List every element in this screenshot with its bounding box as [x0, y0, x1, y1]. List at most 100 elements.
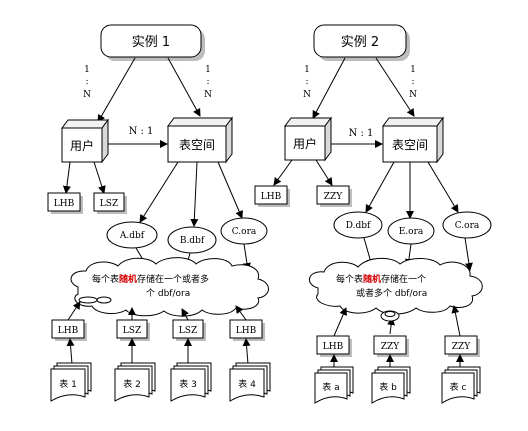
right-file-d: D.dbf — [333, 211, 383, 239]
right-edge-ts-file-c — [427, 161, 459, 213]
left-table-2: 表 2 — [114, 362, 156, 402]
right-table-a: 表 a — [314, 366, 354, 404]
left-edge-owner1-cloud — [67, 301, 81, 321]
left-user-cube: 用户 — [61, 118, 109, 164]
svg-text:D.dbf: D.dbf — [346, 221, 371, 231]
right-edge-owner3-cloud — [451, 305, 461, 337]
right-tablespace-label: 表空间 — [392, 138, 428, 152]
right-table-b: 表 b — [371, 366, 411, 404]
left-user-box-lsz: LSZ — [93, 192, 127, 214]
left-storage-cloud: 每个表随机存储在一个或者多 个 dbf/ora — [70, 257, 269, 317]
svg-text:LSZ: LSZ — [100, 199, 118, 209]
left-file-b: B.dbf — [167, 226, 217, 254]
left-owner-box-2: LSZ — [116, 319, 150, 341]
svg-text:表 2: 表 2 — [123, 378, 141, 390]
left-cloud-small-ellipse-2 — [96, 296, 112, 304]
right-table-c: 表 c — [441, 366, 481, 404]
left-edge-ts-file-c — [217, 161, 243, 219]
svg-text:LHB: LHB — [58, 326, 79, 336]
left-edge-table4-owner — [242, 338, 251, 365]
svg-text:E.ora: E.ora — [399, 227, 424, 237]
right-cloud-small-marker — [380, 310, 400, 322]
right-user-cube: 用户 — [284, 116, 332, 162]
svg-text:N: N — [83, 90, 91, 100]
right-file-c: C.ora — [442, 211, 492, 239]
right-instance-box: 实例 2 — [313, 24, 410, 61]
right-edge-user-lhb — [273, 159, 293, 186]
left-table-4: 表 4 — [229, 362, 271, 402]
left-edge-owner4-cloud — [235, 305, 247, 321]
svg-text:N: N — [303, 90, 311, 100]
left-edge-owner3-cloud — [181, 308, 189, 321]
right-owner-box-1: LHB — [316, 335, 352, 357]
svg-text::: : — [305, 77, 308, 87]
svg-text:LSZ: LSZ — [179, 326, 197, 336]
svg-text:表 c: 表 c — [450, 381, 467, 393]
svg-text::: : — [85, 77, 88, 87]
svg-text:ZZY: ZZY — [381, 342, 401, 352]
svg-text:1: 1 — [304, 65, 310, 75]
left-file-a: A.dbf — [106, 221, 158, 249]
left-edge-instance-user — [97, 57, 136, 123]
left-edge-ts-file-b — [190, 161, 199, 227]
left-owner-box-4: LHB — [229, 319, 265, 341]
left-cloud-text-line1: 每个表随机存储在一个或者多 — [92, 273, 209, 285]
right-edge-owner1-cloud — [333, 307, 347, 337]
left-edge-ts-file-a — [139, 161, 179, 223]
right-n1-label: N : 1 — [349, 128, 374, 139]
svg-text:表 4: 表 4 — [238, 378, 256, 390]
svg-text:表 1: 表 1 — [59, 378, 77, 390]
left-tablespace-label: 表空间 — [179, 138, 215, 152]
right-edge-file-c-cloud — [464, 237, 473, 271]
right-storage-cloud: 每个表随机存储在一个 或者多个 dbf/ora — [309, 257, 483, 315]
svg-text::: : — [206, 77, 209, 87]
right-owner-box-2: ZZY — [373, 335, 409, 357]
right-edge-user-zzy — [315, 159, 333, 186]
right-user-box-zzy: ZZY — [316, 185, 352, 207]
left-diagram: 实例 1 1 : N 1 : N 用户 表空间 — [47, 24, 271, 402]
right-instance-label: 实例 2 — [341, 35, 379, 50]
right-ratio-tablespace: 1 : N — [409, 65, 417, 100]
svg-text:ZZY: ZZY — [324, 192, 344, 202]
left-table-1: 表 1 — [50, 362, 92, 402]
svg-text:C.ora: C.ora — [232, 227, 257, 237]
svg-text:1: 1 — [84, 65, 90, 75]
svg-text:N: N — [409, 90, 417, 100]
left-edge-instance-tablespace — [167, 57, 201, 117]
right-ratio-user: 1 : N — [303, 65, 311, 100]
svg-text:表 a: 表 a — [322, 381, 339, 393]
svg-text:A.dbf: A.dbf — [119, 231, 145, 241]
left-tablespace-cube: 表空间 — [167, 116, 233, 164]
right-user-label: 用户 — [293, 136, 317, 151]
left-owner-box-3: LSZ — [172, 319, 206, 341]
svg-text:C.ora: C.ora — [455, 221, 480, 231]
right-cloud-text-line1: 每个表随机存储在一个 — [336, 273, 426, 285]
left-user-label: 用户 — [70, 138, 94, 153]
left-ratio-tablespace: 1 : N — [204, 65, 212, 100]
svg-text:ZZY: ZZY — [452, 342, 472, 352]
right-edge-instance-tablespace — [375, 57, 415, 117]
svg-text:LHB: LHB — [323, 342, 344, 352]
left-file-c: C.ora — [220, 217, 268, 245]
left-instance-box: 实例 1 — [100, 24, 205, 61]
svg-text:LHB: LHB — [261, 192, 282, 202]
svg-text:LHB: LHB — [236, 326, 257, 336]
svg-text:1: 1 — [410, 65, 416, 75]
left-edge-table1-owner — [66, 338, 75, 365]
right-cloud-text-line2: 或者多个 dbf/ora — [356, 287, 427, 299]
left-edge-user-lhb — [62, 161, 71, 194]
left-instance-label: 实例 1 — [132, 35, 170, 50]
right-file-e: E.ora — [387, 217, 435, 245]
left-cloud-text-line2: 个 dbf/ora — [146, 288, 190, 299]
svg-text:表 b: 表 b — [379, 381, 397, 393]
right-diagram: 实例 2 1 : N 1 : N 用户 表空间 N : 1 — [254, 24, 492, 404]
right-edge-ts-file-d — [365, 161, 395, 213]
left-user-box-lhb: LHB — [47, 192, 83, 214]
left-ratio-user: 1 : N — [83, 65, 91, 100]
left-cloud-small-ellipse-1 — [78, 296, 98, 304]
left-n1-label: N : 1 — [129, 126, 154, 137]
left-owner-box-1: LHB — [51, 319, 87, 341]
right-owner-box-3: ZZY — [444, 335, 480, 357]
svg-text::: : — [411, 77, 414, 87]
